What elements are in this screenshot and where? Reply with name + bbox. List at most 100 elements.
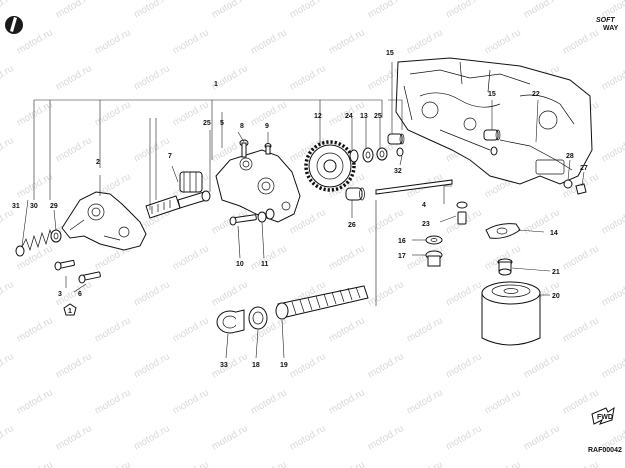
- watermark-text: motod.ru: [561, 387, 601, 416]
- watermark-text: motod.ru: [288, 63, 328, 92]
- bolt-10: [229, 214, 257, 226]
- watermark-text: motod.ru: [483, 459, 523, 468]
- callout-21: 21: [552, 269, 560, 276]
- callout-28: 28: [566, 153, 574, 160]
- callout-16: 16: [398, 238, 406, 245]
- callout-29: 29: [50, 203, 58, 210]
- watermark-text: motod.ru: [93, 99, 133, 128]
- callout-9: 9: [265, 123, 269, 130]
- nipple-23: [456, 201, 468, 225]
- splined-shaft-19: [275, 285, 369, 320]
- bushing-26: [345, 187, 365, 201]
- watermark-text: motod.ru: [522, 0, 562, 21]
- watermark-text: motod.ru: [171, 315, 211, 344]
- callout-22: 22: [532, 91, 540, 98]
- washer-25: [376, 147, 388, 161]
- watermark-text: motod.ru: [15, 99, 55, 128]
- watermark-text: motod.ru: [327, 27, 367, 56]
- watermark-text: motod.ru: [288, 423, 328, 452]
- screw-6: [78, 271, 101, 284]
- watermark-text: motod.ru: [600, 135, 625, 164]
- oil-filter-20: [481, 281, 541, 346]
- watermark-text: motod.ru: [444, 423, 484, 452]
- callout-14: 14: [550, 230, 558, 237]
- watermark-text: motod.ru: [132, 423, 172, 452]
- filter-flange-14: [485, 223, 521, 239]
- watermark-text: motod.ru: [15, 387, 55, 416]
- callout-11: 11: [261, 261, 269, 268]
- bolt-8: [239, 139, 249, 158]
- oring-32: [396, 147, 404, 157]
- watermark-text: motod.ru: [132, 0, 172, 21]
- seal-28: [563, 179, 573, 189]
- watermark-text: motod.ru: [15, 315, 55, 344]
- callout-23: 23: [422, 221, 430, 228]
- dowel-9: [264, 143, 272, 155]
- watermark-text: motod.ru: [132, 63, 172, 92]
- watermark-text: motod.ru: [93, 387, 133, 416]
- watermark-text: motod.ru: [327, 315, 367, 344]
- callout-4: 4: [422, 202, 426, 209]
- callout-25b: 25: [374, 113, 382, 120]
- callout-20: 20: [552, 293, 560, 300]
- callout-25: 25: [203, 120, 211, 127]
- callout-30: 30: [30, 203, 38, 210]
- watermark-text: motod.ru: [54, 63, 94, 92]
- watermark-text: motod.ru: [132, 279, 172, 308]
- bushing-15: [387, 133, 405, 145]
- callout-13: 13: [360, 113, 368, 120]
- watermark-text: motod.ru: [93, 459, 133, 468]
- drain-plug-17: [425, 250, 443, 267]
- filter-nipple-21: [497, 258, 513, 276]
- washer-24: [349, 149, 359, 163]
- watermark-text: motod.ru: [210, 279, 250, 308]
- reference-marker-icon: 1: [63, 303, 77, 316]
- watermark-text: motod.ru: [366, 0, 406, 21]
- leader-lines: [21, 62, 585, 359]
- watermark-text: motod.ru: [210, 0, 250, 21]
- brand-line2: WAY: [603, 25, 619, 32]
- callout-26: 26: [348, 222, 356, 229]
- watermark-text: motod.ru: [600, 351, 625, 380]
- callout-27: 27: [580, 165, 588, 172]
- plug-27: [575, 183, 587, 195]
- watermark-text: motod.ru: [600, 279, 625, 308]
- callout-8: 8: [240, 123, 244, 130]
- watermark-text: motod.ru: [171, 243, 211, 272]
- brand-logo-icon: [5, 16, 23, 34]
- washer-13: [362, 147, 374, 163]
- seal-cap-33: [216, 309, 245, 334]
- watermark-text: motod.ru: [15, 459, 55, 468]
- bushing-15b: [483, 129, 501, 141]
- watermark-text: motod.ru: [366, 351, 406, 380]
- watermark-text: motod.ru: [405, 459, 445, 468]
- engine-block-housing: [395, 57, 593, 185]
- watermark-text: motod.ru: [0, 279, 16, 308]
- outer-rotor-gear: [179, 171, 203, 193]
- watermark-text: motod.ru: [0, 351, 16, 380]
- watermark-text: motod.ru: [0, 135, 16, 164]
- watermark-text: motod.ru: [93, 315, 133, 344]
- spring-seat-31: [15, 245, 25, 257]
- watermark-text: motod.ru: [288, 351, 328, 380]
- callout-19: 19: [280, 362, 288, 369]
- callout-33: 33: [220, 362, 228, 369]
- watermark-text: motod.ru: [210, 423, 250, 452]
- plug-29: [50, 229, 62, 243]
- watermark-text: motod.ru: [561, 27, 601, 56]
- washer-16: [425, 235, 443, 245]
- watermark-text: motod.ru: [249, 387, 289, 416]
- watermark-text: motod.ru: [405, 387, 445, 416]
- callout-32: 32: [394, 168, 402, 175]
- watermark-text: motod.ru: [444, 279, 484, 308]
- relief-valve-spring: [21, 228, 55, 252]
- watermark-text: motod.ru: [327, 243, 367, 272]
- callout-31: 31: [12, 203, 20, 210]
- watermark-text: motod.ru: [132, 351, 172, 380]
- watermark-text: motod.ru: [561, 315, 601, 344]
- brand-line1: SOFT: [596, 17, 615, 24]
- figure-code: RAF00042: [588, 447, 622, 454]
- inner-rotor-shaft: [145, 191, 207, 219]
- reference-marker-label: 1: [68, 308, 72, 315]
